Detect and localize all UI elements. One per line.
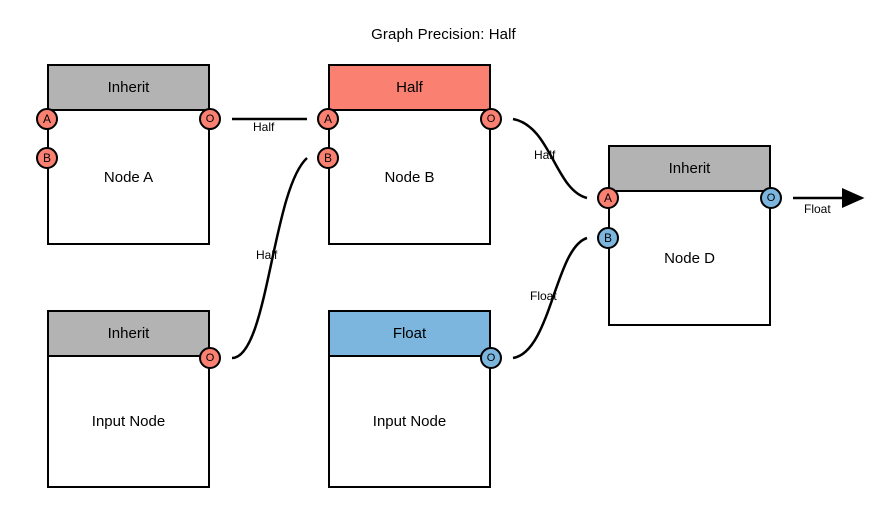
node-label-input-node-mid: Input Node [372, 413, 447, 430]
edge-label-edge-b-to-d: Half [534, 148, 556, 162]
port-d-in-a[interactable]: A [597, 187, 619, 209]
port-inl-out-o[interactable]: O [199, 347, 221, 369]
edge-label-edge-a-to-b: Half [253, 120, 275, 134]
node-label-node-d: Node D [664, 249, 715, 267]
node-label-node-b: Node B [384, 168, 435, 186]
port-a-in-a[interactable]: A [36, 108, 58, 130]
port-a-in-b[interactable]: B [36, 147, 58, 169]
wire-edge-inputmid-to-d[interactable] [512, 236, 588, 360]
node-header-node-b[interactable]: Half [330, 66, 489, 111]
node-header-node-d[interactable]: Inherit [610, 147, 769, 192]
page-title: Graph Precision: Half [371, 26, 516, 43]
edge-label-edge-d-output: Float [804, 202, 831, 216]
wire-edge-b-to-d[interactable] [512, 117, 588, 200]
node-label-input-node-left: Input Node [91, 413, 166, 430]
node-header-node-a[interactable]: Inherit [49, 66, 208, 111]
node-header-input-node-mid[interactable]: Float [330, 312, 489, 357]
node-header-input-node-left[interactable]: Inherit [49, 312, 208, 357]
edge-label-edge-inputmid-to-d: Float [530, 289, 557, 303]
port-a-out-o[interactable]: O [199, 108, 221, 130]
node-label-node-a: Node A [103, 168, 154, 186]
wire-edge-inputleft-to-b[interactable] [231, 157, 308, 360]
port-inm-out-o[interactable]: O [480, 347, 502, 369]
edge-label-edge-inputleft-to-b: Half [256, 248, 278, 262]
port-b-in-b[interactable]: B [317, 147, 339, 169]
port-d-out-o[interactable]: O [760, 187, 782, 209]
port-b-out-o[interactable]: O [480, 108, 502, 130]
port-b-in-a[interactable]: A [317, 108, 339, 130]
port-d-in-b[interactable]: B [597, 227, 619, 249]
